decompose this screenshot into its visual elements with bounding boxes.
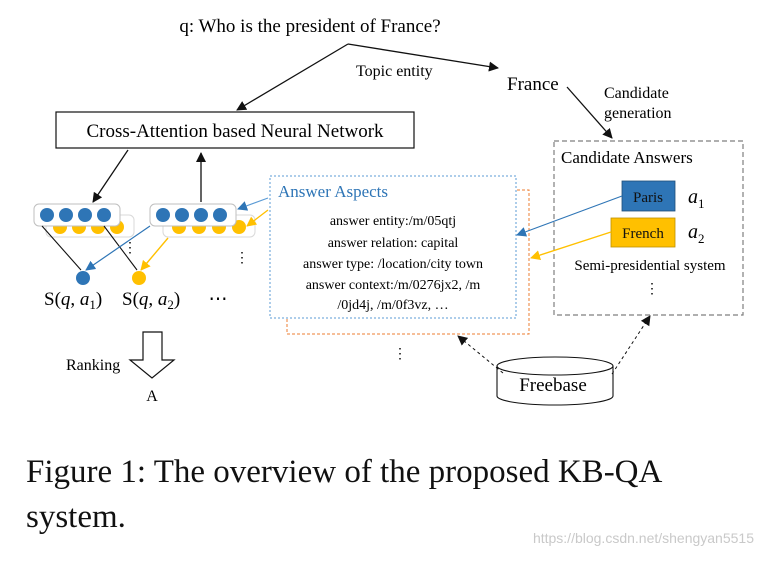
french-tag: a2: [688, 221, 705, 246]
result-label: A: [146, 388, 158, 405]
freebase-cylinder-top: [496, 356, 614, 376]
score-label-1: S(q, a1): [44, 289, 102, 312]
vertical-ellipsis-left: ⋮: [123, 241, 137, 256]
semi-presidential-label: Semi-presidential system: [574, 258, 726, 274]
aspect-line: answer type: /location/city town: [303, 257, 483, 272]
french-to-aspects-arrow: [530, 231, 612, 260]
answer-aspects-title: Answer Aspects: [278, 182, 388, 201]
aspect-line: /0jd4j, /m/0f3vz, …: [337, 298, 448, 313]
right-blue-to-score1-arrow: [85, 225, 151, 271]
right-embedding-group: [149, 203, 256, 238]
candidate-answers-title: Candidate Answers: [561, 148, 693, 167]
ranking-label: Ranking: [66, 357, 120, 374]
blue-node: [213, 208, 227, 222]
freebase-cylinder: [496, 366, 614, 406]
figure-caption: Figure 1: The overview of the proposed K…: [26, 454, 661, 535]
horizontal-ellipsis: ⋯: [209, 289, 228, 310]
blue-node: [156, 208, 170, 222]
blue-node: [40, 208, 54, 222]
score-node-2: [132, 271, 146, 285]
ranking-arrow: [128, 331, 176, 379]
right-yellow-to-score2-arrow: [140, 237, 169, 271]
network-to-left-vector-arrow: [92, 149, 129, 203]
left-embedding-group: [33, 203, 135, 238]
french-label: French: [622, 226, 664, 242]
kbqa-diagram: q: Who is the president of France? Topic…: [33, 16, 744, 406]
paris-box: [621, 180, 676, 212]
aspect-line: answer relation: capital: [328, 236, 459, 251]
vertical-ellipsis-aspects: ⋮: [393, 347, 407, 362]
entity-to-candidates-arrow: [566, 86, 613, 139]
aspects-to-blue-vector-arrow: [237, 197, 269, 211]
aspect-line: answer context:/m/0276jx2, /m: [306, 278, 481, 293]
vertical-ellipsis-candidates: ⋮: [645, 282, 659, 297]
freebase-to-aspects-arrow: [457, 335, 504, 374]
score-node-1: [76, 271, 90, 285]
network-label: Cross-Attention based Neural Network: [86, 121, 384, 142]
left-vector-to-score1-line: [41, 225, 82, 271]
freebase-to-candidates-arrow: [611, 315, 651, 375]
paris-tag: a1: [688, 186, 705, 211]
topic-entity-label: Topic entity: [356, 63, 433, 80]
freebase-label: Freebase: [519, 375, 587, 396]
blue-node: [194, 208, 208, 222]
freebase-database-icon: [496, 356, 614, 406]
blue-node: [175, 208, 189, 222]
candidate-generation-line2: generation: [604, 105, 672, 122]
question-to-entity-arrow: [347, 43, 499, 72]
paris-to-aspects-arrow: [516, 195, 623, 237]
question-to-network-arrow: [236, 43, 349, 111]
aspect-line: answer entity:/m/05qtj: [330, 214, 456, 229]
score-label-2: S(q, a2): [122, 289, 180, 312]
blue-node: [59, 208, 73, 222]
right-blue-vector: [149, 203, 237, 227]
answer-aspects-box: [269, 175, 517, 319]
candidate-generation-line1: Candidate: [604, 85, 669, 102]
network-box: [55, 111, 415, 149]
question-text: q: Who is the president of France?: [179, 16, 440, 37]
left-blue-vector: [33, 203, 121, 227]
vertical-ellipsis-right: ⋮: [235, 251, 249, 266]
aspects-to-yellow-vector-arrow: [246, 209, 269, 227]
left-vector-to-score2-line: [103, 225, 138, 271]
watermark: https://blog.csdn.net/shengyan5515: [532, 530, 754, 546]
blue-node: [78, 208, 92, 222]
paris-label: Paris: [633, 190, 663, 206]
blue-node: [97, 208, 111, 222]
french-box: [610, 217, 676, 248]
entity-text: France: [507, 74, 559, 95]
